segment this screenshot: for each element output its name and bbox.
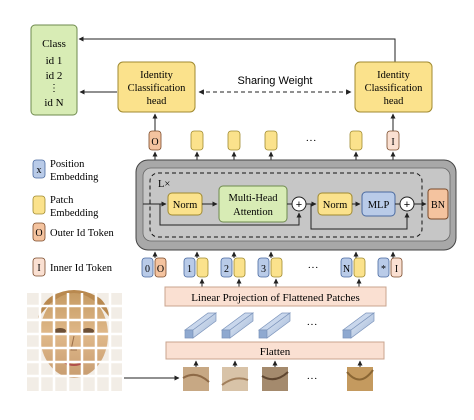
repeat-label: L× (158, 179, 170, 190)
residual-skip-2 (310, 204, 410, 230)
svg-text:1: 1 (187, 264, 192, 275)
legend-position: x Position Embedding (32, 159, 99, 183)
class-id-n: id N (44, 97, 63, 109)
output-patch-token (349, 130, 363, 151)
svg-text:MLP: MLP (368, 200, 390, 211)
projection-arrows (199, 278, 362, 287)
output-ellipsis: ··· (306, 135, 317, 147)
legend: x Position Embedding Patch Embedding O O… (32, 159, 115, 277)
input-patch-pair-3: 3 (257, 257, 283, 278)
svg-text:3: 3 (261, 264, 266, 275)
flattened-bar (220, 312, 255, 339)
svg-text:Embedding: Embedding (50, 208, 99, 219)
flattened-bar (341, 312, 376, 339)
batch-norm: BN (427, 188, 449, 220)
input-patch-pair-1: 1 (183, 257, 209, 278)
svg-text:Embedding: Embedding (50, 172, 99, 183)
legend-outer: O Outer Id Token (32, 222, 115, 242)
linear-projection: Linear Projection of Flattened Patches (164, 286, 387, 307)
flattened-patch-bars: ··· (183, 312, 376, 339)
thumbnails-ellipsis: ··· (307, 373, 318, 385)
identity-head-right: Identity Classification head (354, 61, 433, 113)
input-patch-pair-2: 2 (220, 257, 246, 278)
svg-text:N: N (343, 264, 350, 275)
svg-text:Outer Id Token: Outer Id Token (50, 228, 115, 239)
svg-text:Attention: Attention (233, 207, 273, 218)
output-outer-token: O (148, 130, 162, 151)
encoder-input-arrows (152, 251, 396, 258)
multi-head-attention: Multi-Head Attention (218, 185, 288, 223)
svg-text:I: I (391, 137, 394, 148)
sharing-weight-label: Sharing Weight (237, 75, 312, 87)
face-image-patches (27, 290, 122, 391)
encoder-output-arrows (152, 151, 396, 160)
flattened-bar (257, 312, 292, 339)
svg-text:+: + (404, 199, 410, 211)
input-ellipsis: ··· (308, 262, 319, 274)
flatten-arrows (193, 360, 363, 367)
svg-text:+: + (296, 199, 302, 211)
svg-text:Inner Id Token: Inner Id Token (50, 263, 113, 274)
svg-text:Patch: Patch (50, 195, 74, 206)
class-id-2: id 2 (46, 70, 63, 82)
class-vdots: ⋮ (49, 83, 59, 94)
head-right-line-2: Classification (365, 83, 423, 94)
legend-inner: I Inner Id Token (32, 257, 113, 277)
input-tokens: 0 O 1 2 3 ··· N * I (141, 257, 403, 278)
svg-text:Linear Projection of Flattened: Linear Projection of Flattened Patches (191, 292, 360, 304)
input-outer-token-pair: 0 O (141, 257, 167, 278)
svg-text:O: O (35, 228, 42, 239)
legend-patch: Patch Embedding (32, 195, 99, 219)
norm-2: Norm (317, 192, 353, 216)
svg-text:Position: Position (50, 159, 85, 170)
flattened-bar (183, 312, 218, 339)
output-patch-token (227, 130, 241, 151)
residual-add-2: + (399, 196, 415, 212)
class-label: Class (42, 38, 66, 50)
patch-thumbnail (261, 367, 289, 391)
svg-text:Norm: Norm (323, 200, 348, 211)
svg-text:I: I (37, 263, 40, 274)
repeat-block (149, 172, 423, 238)
arrow-right-head-to-class (78, 36, 396, 62)
svg-text:Flatten: Flatten (260, 346, 291, 358)
svg-text:BN: BN (431, 200, 445, 211)
norm-1: Norm (167, 192, 203, 216)
head-left-line-3: head (147, 96, 168, 107)
svg-text:x: x (37, 165, 42, 176)
bars-ellipsis: ··· (307, 319, 318, 331)
input-patch-pair-n: N (340, 257, 366, 278)
svg-text:Norm: Norm (173, 200, 198, 211)
output-patch-token (264, 130, 278, 151)
identity-head-left: Identity Classification head (117, 61, 196, 113)
class-id-1: id 1 (46, 55, 63, 67)
transformer-encoder: L× Norm Multi-Head Attention + Norm MLP (135, 159, 457, 251)
svg-text:I: I (395, 264, 398, 275)
svg-text:Multi-Head: Multi-Head (229, 193, 279, 204)
patch-thumbnail (182, 367, 210, 391)
svg-text:0: 0 (145, 264, 150, 275)
svg-text:2: 2 (224, 264, 229, 275)
head-right-line-3: head (384, 96, 405, 107)
patch-thumbnail (346, 367, 374, 391)
flatten-box: Flatten (165, 341, 385, 360)
svg-text:O: O (157, 264, 164, 275)
output-inner-token: I (386, 130, 400, 151)
output-patch-token (190, 130, 204, 151)
residual-add-1: + (291, 196, 307, 212)
residual-skip-1 (159, 204, 302, 226)
svg-text:O: O (151, 137, 158, 148)
head-right-line-1: Identity (377, 70, 410, 81)
class-id-box: Class id 1 id 2 ⋮ id N (30, 24, 78, 116)
patch-thumbnails: ··· (182, 367, 374, 391)
input-inner-token-pair: * I (377, 257, 403, 278)
svg-text:*: * (381, 264, 386, 275)
output-tokens: O ··· I (148, 130, 400, 151)
head-left-line-2: Classification (128, 83, 186, 94)
patch-thumbnail (221, 367, 249, 391)
mlp: MLP (361, 191, 396, 217)
head-left-line-1: Identity (140, 70, 173, 81)
